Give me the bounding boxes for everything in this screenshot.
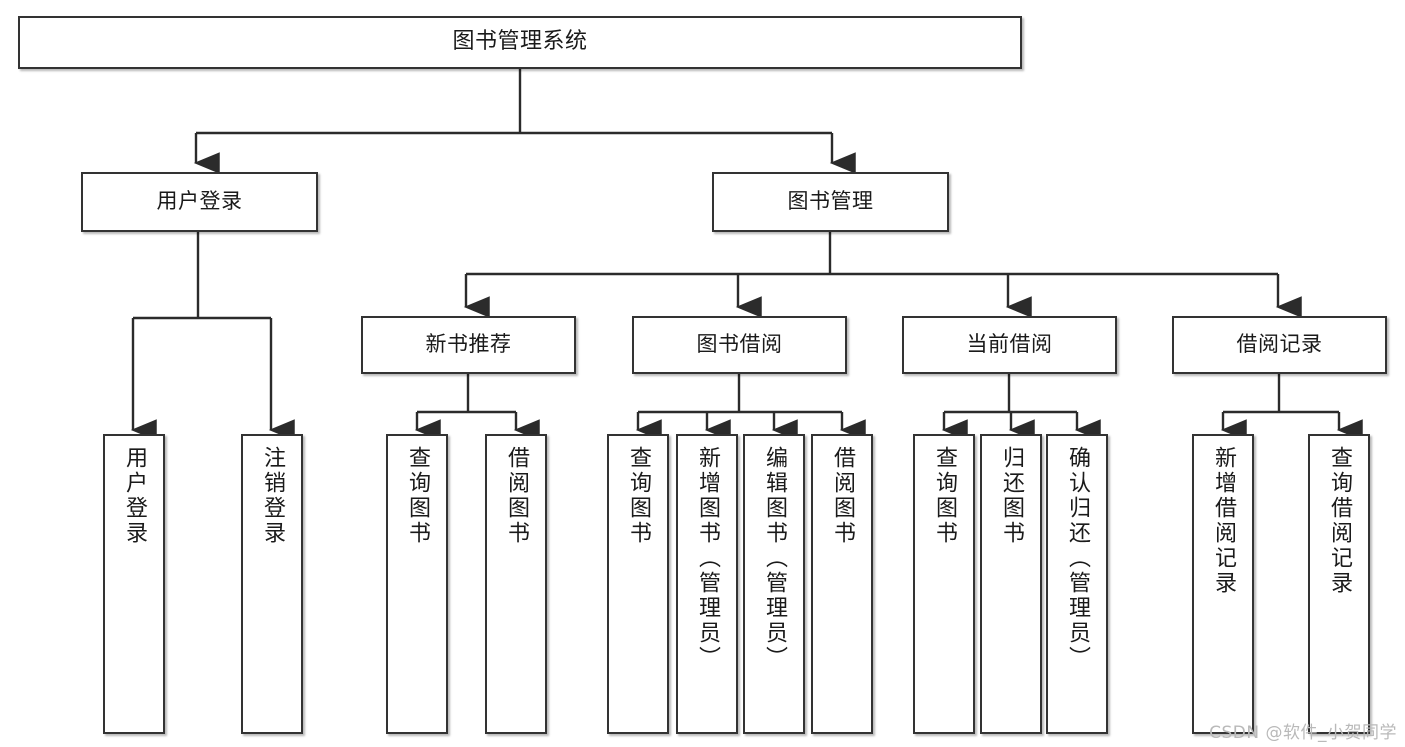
node-label: 新增借阅记录 <box>1211 446 1236 596</box>
node-label: 注销登录 <box>260 446 285 546</box>
node-label: 查询借阅记录 <box>1327 446 1352 596</box>
node-label: 当前借阅 <box>966 332 1053 357</box>
leaf-query-book-borrow[interactable]: 查询图书 <box>607 434 669 734</box>
node-label: 查询图书 <box>932 446 957 546</box>
leaf-query-borrow-record[interactable]: 查询借阅记录 <box>1308 434 1370 734</box>
leaf-borrow-book-borrow[interactable]: 借阅图书 <box>811 434 873 734</box>
leaf-query-book-recommend[interactable]: 查询图书 <box>386 434 448 734</box>
node-label: 新增图书（管理员） <box>695 446 720 671</box>
leaf-query-book-current[interactable]: 查询图书 <box>913 434 975 734</box>
leaf-logout-login[interactable]: 注销登录 <box>241 434 303 734</box>
node-root-system[interactable]: 图书管理系统 <box>18 16 1022 69</box>
node-label: 借阅记录 <box>1236 332 1323 357</box>
leaf-borrow-book-recommend[interactable]: 借阅图书 <box>485 434 547 734</box>
node-label: 编辑图书（管理员） <box>762 446 787 671</box>
node-label: 图书管理系统 <box>452 29 588 55</box>
leaf-confirm-return-admin[interactable]: 确认归还（管理员） <box>1046 434 1108 734</box>
leaf-add-book-admin[interactable]: 新增图书（管理员） <box>676 434 738 734</box>
node-user-login[interactable]: 用户登录 <box>81 172 318 232</box>
leaf-add-borrow-record[interactable]: 新增借阅记录 <box>1192 434 1254 734</box>
csdn-watermark: CSDN @软件_小贺同学 <box>1209 723 1397 743</box>
leaf-edit-book-admin[interactable]: 编辑图书（管理员） <box>743 434 805 734</box>
node-label: 归还图书 <box>999 446 1024 546</box>
node-label: 借阅图书 <box>504 446 529 546</box>
node-label: 查询图书 <box>405 446 430 546</box>
node-label: 用户登录 <box>122 446 147 546</box>
leaf-user-login[interactable]: 用户登录 <box>103 434 165 734</box>
node-book-manage[interactable]: 图书管理 <box>712 172 949 232</box>
node-label: 确认归还（管理员） <box>1065 446 1090 671</box>
leaf-return-book[interactable]: 归还图书 <box>980 434 1042 734</box>
node-label: 查询图书 <box>626 446 651 546</box>
node-book-borrow[interactable]: 图书借阅 <box>632 316 847 374</box>
node-borrow-record[interactable]: 借阅记录 <box>1172 316 1387 374</box>
node-label: 借阅图书 <box>830 446 855 546</box>
node-label: 图书管理 <box>787 189 874 214</box>
node-label: 新书推荐 <box>425 332 512 357</box>
node-label: 用户登录 <box>156 189 243 214</box>
node-current-borrow[interactable]: 当前借阅 <box>902 316 1117 374</box>
node-new-book-recommend[interactable]: 新书推荐 <box>361 316 576 374</box>
node-label: 图书借阅 <box>696 332 783 357</box>
